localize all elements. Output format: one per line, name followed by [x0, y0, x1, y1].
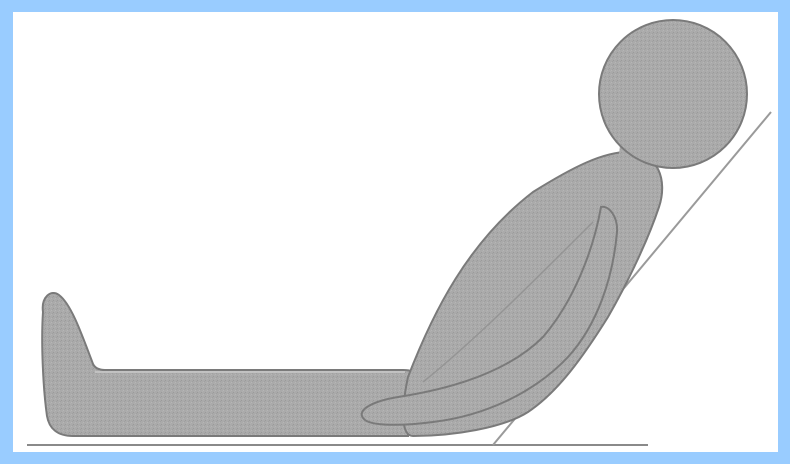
- figure-head: [599, 20, 747, 168]
- semi-reclined-figure-illustration: [13, 12, 778, 452]
- illustration-canvas: [13, 12, 778, 452]
